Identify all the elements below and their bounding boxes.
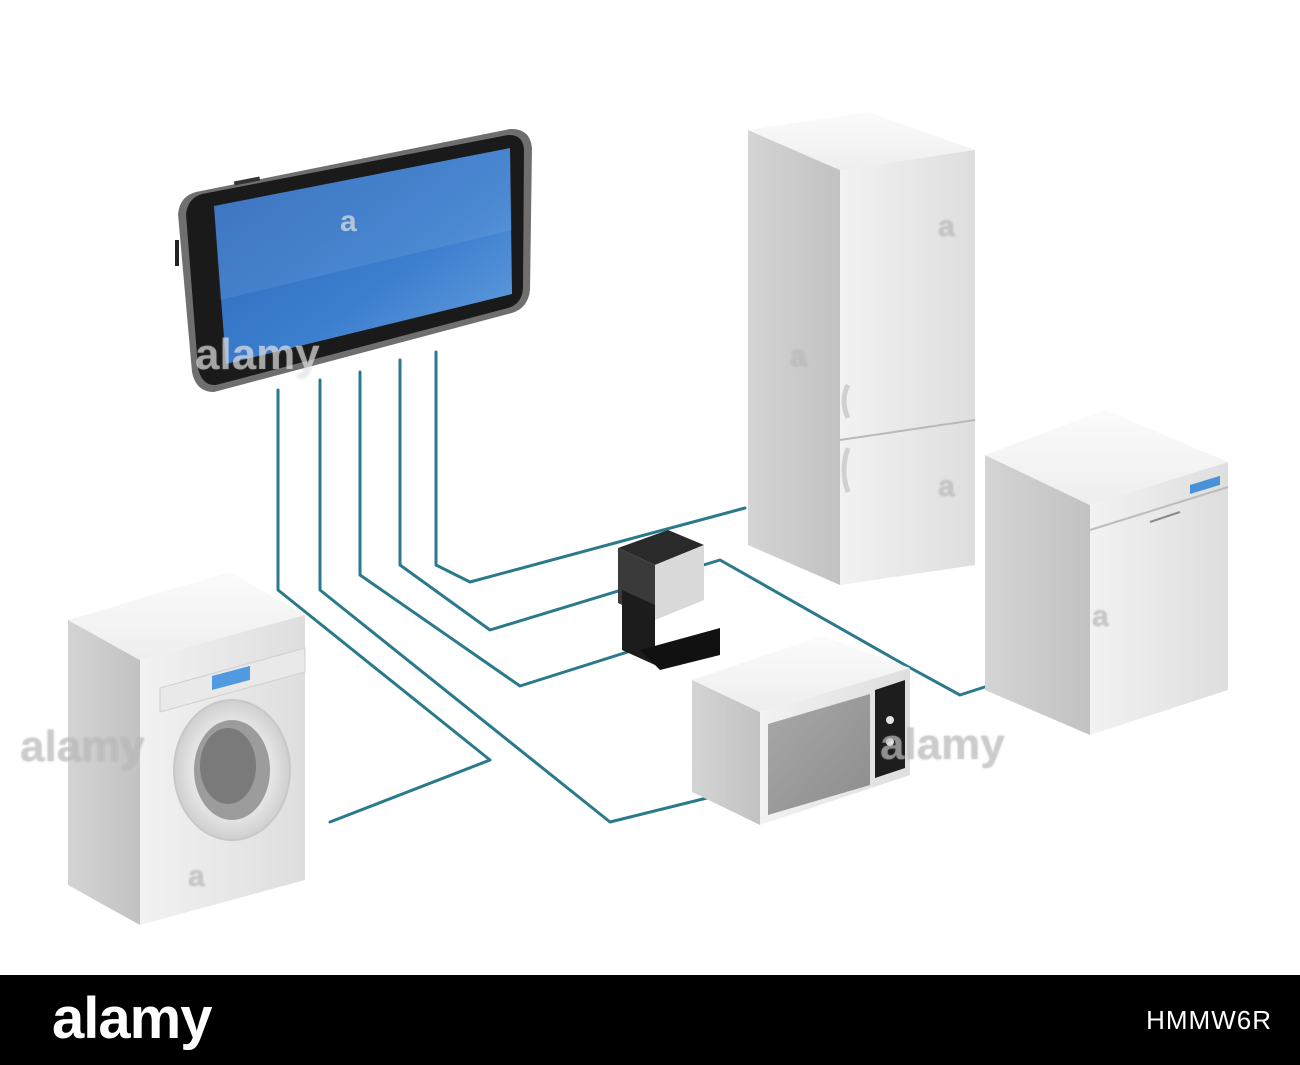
cable-washer <box>276 388 492 824</box>
cable-coffee <box>358 370 642 688</box>
washer-display <box>212 665 250 690</box>
stock-footer-bar: alamy HMMW6R <box>0 975 1300 1065</box>
coffee-machine <box>618 530 720 670</box>
washing-machine <box>68 572 306 925</box>
cable-fridge <box>434 350 747 584</box>
microwave-window <box>768 694 870 815</box>
cable-dishwasher <box>398 358 1002 697</box>
dishwasher <box>985 410 1229 735</box>
tablet-device <box>175 128 532 392</box>
smart-home-illustration: a a a a a a alamy alamy alamy <box>20 112 1229 925</box>
tablet-screen <box>214 148 512 364</box>
microwave-oven <box>692 636 910 825</box>
image-id-label: HMMW6R <box>1146 1005 1272 1035</box>
dishwasher-display <box>1190 475 1220 494</box>
alamy-logo: alamy <box>52 986 212 1051</box>
cable-network <box>276 350 1002 824</box>
refrigerator <box>748 112 976 585</box>
cable-microwave <box>318 378 717 824</box>
